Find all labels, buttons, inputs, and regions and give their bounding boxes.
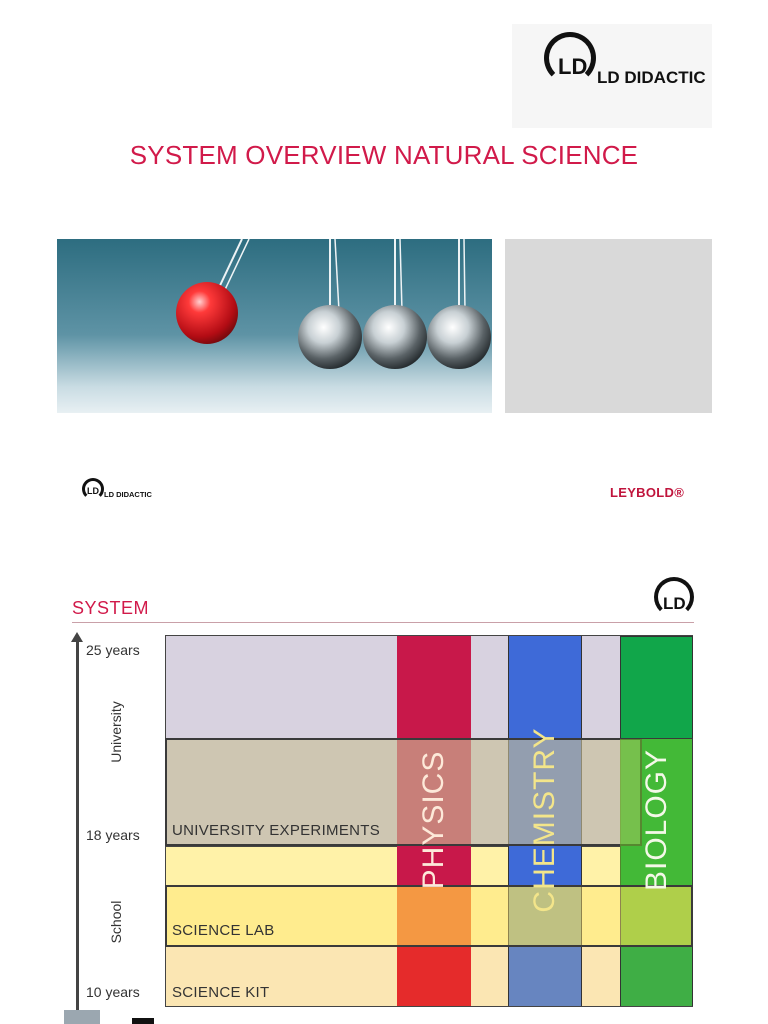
axis-arrow-icon [71, 632, 83, 642]
ld-logo-small: LD [652, 575, 696, 619]
footer-ld-logo: LD LD DIDACTIC [80, 476, 200, 504]
small-logo-ring [654, 577, 694, 617]
level-university-experiments [165, 738, 642, 846]
hero-image [57, 239, 492, 413]
title-rule [72, 622, 694, 623]
hero-placeholder-panel [505, 239, 712, 413]
bottom-cropped-block [64, 1010, 100, 1024]
physics-column-lab [397, 886, 471, 947]
age-label-25: 25 years [86, 642, 140, 658]
document-title: SYSTEM OVERVIEW NATURAL SCIENCE [129, 140, 639, 170]
age-label-18: 18 years [86, 827, 140, 843]
level-label-science-lab: SCIENCE LAB [172, 922, 275, 939]
level-label-university-experiments: UNIVERSITY EXPERIMENTS [172, 822, 381, 839]
level-label-science-kit: SCIENCE KIT [172, 984, 270, 1001]
biology-column-lab [621, 886, 692, 947]
group-label-university: University [108, 701, 124, 763]
group-label-school: School [108, 900, 124, 944]
small-logo-mark: LD [663, 594, 686, 613]
subject-label-physics: PHYSICS [417, 750, 450, 890]
bottom-cropped-bar [132, 1018, 154, 1024]
level-biology-overlay [620, 738, 693, 886]
ld-didactic-logo: LD LD DIDACTIC [512, 24, 712, 128]
subject-label-biology: BIOLOGY [640, 748, 673, 892]
logo-ring [544, 32, 596, 84]
physics-column-kit [397, 947, 471, 1006]
biology-column-kit [621, 947, 692, 1006]
chemistry-column-lab [509, 886, 581, 947]
logo-mark: LD [558, 54, 588, 79]
subject-label-chemistry: CHEMISTRY [528, 727, 561, 913]
newtons-cradle-illustration [57, 239, 492, 413]
logo-text: LD DIDACTIC [597, 68, 706, 87]
section-title: SYSTEM [72, 598, 150, 618]
footer-logo-text: LD DIDACTIC [104, 490, 152, 499]
age-label-10: 10 years [86, 984, 140, 1000]
age-axis [76, 640, 79, 1012]
leybold-brand: LEYBOLD® [610, 485, 685, 500]
footer-logo-ring [82, 478, 104, 500]
chemistry-column-kit [509, 947, 581, 1006]
footer-logo-mark: LD [87, 486, 99, 496]
level-science-lab [165, 885, 693, 947]
